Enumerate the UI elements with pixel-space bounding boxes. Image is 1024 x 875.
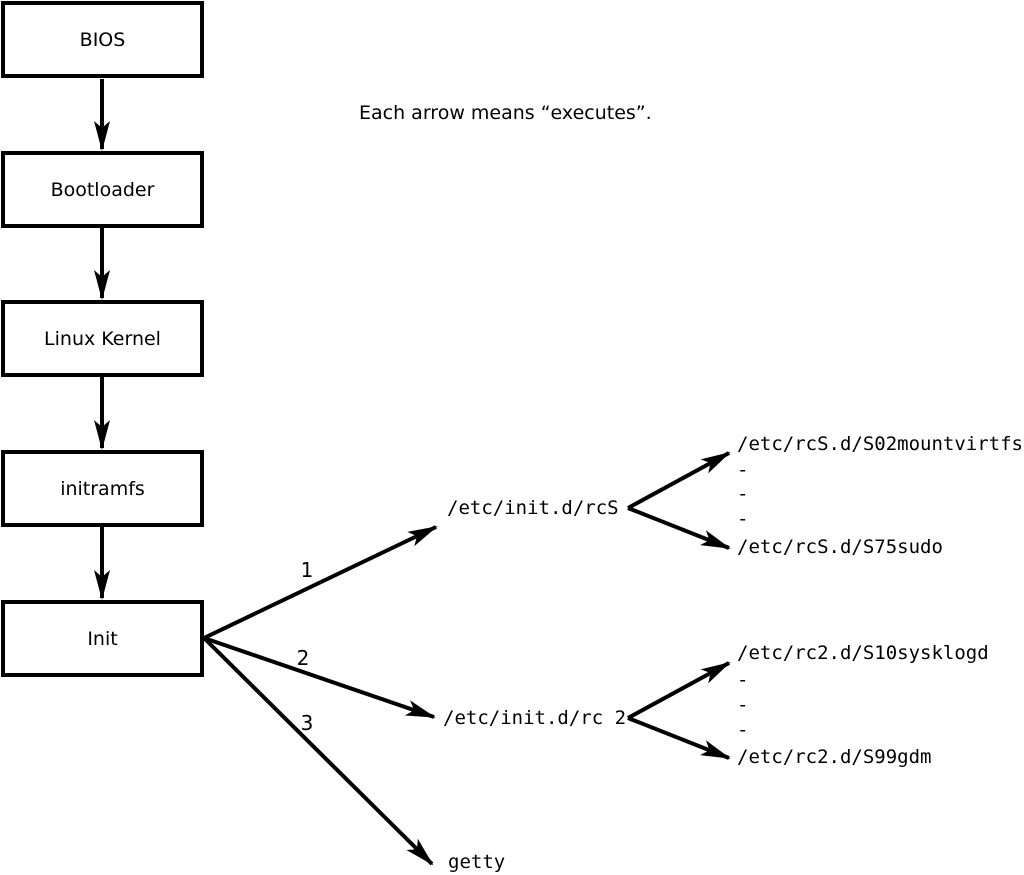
arrow-init-to-rc2 bbox=[203, 636, 436, 719]
rcs-ellipsis-dash-1: - bbox=[737, 459, 749, 481]
arrow-rc2-to-last bbox=[627, 716, 731, 760]
rcs-ellipsis-dash-3: - bbox=[737, 508, 749, 530]
box-linux-kernel: Linux Kernel bbox=[1, 300, 204, 377]
box-initramfs-label: initramfs bbox=[60, 477, 145, 500]
box-bios: BIOS bbox=[1, 1, 204, 78]
box-bootloader: Bootloader bbox=[1, 151, 204, 228]
arrow-rcs-to-first bbox=[627, 451, 731, 510]
arrow-number-3: 3 bbox=[300, 711, 314, 735]
label-rc2-last-script: /etc/rc2.d/S99gdm bbox=[737, 746, 932, 768]
arrow-init-to-rcs bbox=[203, 525, 438, 640]
box-bios-label: BIOS bbox=[79, 28, 126, 51]
label-etc-init-d-rc2: /etc/init.d/rc 2 bbox=[443, 707, 627, 729]
box-init: Init bbox=[1, 600, 204, 677]
rc2-ellipsis-dash-3: - bbox=[737, 719, 749, 741]
arrow-number-1: 1 bbox=[300, 558, 314, 582]
label-etc-init-d-rcs: /etc/init.d/rcS bbox=[447, 497, 619, 519]
rc2-ellipsis-dash-2: - bbox=[737, 694, 749, 716]
label-rcs-first-script: /etc/rcS.d/S02mountvirtfs bbox=[737, 433, 1023, 455]
box-initramfs: initramfs bbox=[1, 450, 204, 527]
arrow-rc2-to-first bbox=[627, 661, 731, 720]
legend-note: Each arrow means “executes”. bbox=[359, 101, 652, 124]
arrow-init-to-getty bbox=[202, 636, 434, 866]
label-rc2-first-script: /etc/rc2.d/S10sysklogd bbox=[737, 642, 989, 664]
box-linux-kernel-label: Linux Kernel bbox=[44, 327, 161, 350]
label-rcs-last-script: /etc/rcS.d/S75sudo bbox=[737, 536, 943, 558]
arrow-rcs-to-last bbox=[627, 506, 731, 550]
arrow-number-2: 2 bbox=[296, 646, 310, 670]
box-bootloader-label: Bootloader bbox=[50, 178, 155, 201]
rc2-ellipsis-dash-1: - bbox=[737, 669, 749, 691]
label-getty: getty bbox=[448, 851, 506, 873]
box-init-label: Init bbox=[87, 627, 118, 650]
rcs-ellipsis-dash-2: - bbox=[737, 483, 749, 505]
